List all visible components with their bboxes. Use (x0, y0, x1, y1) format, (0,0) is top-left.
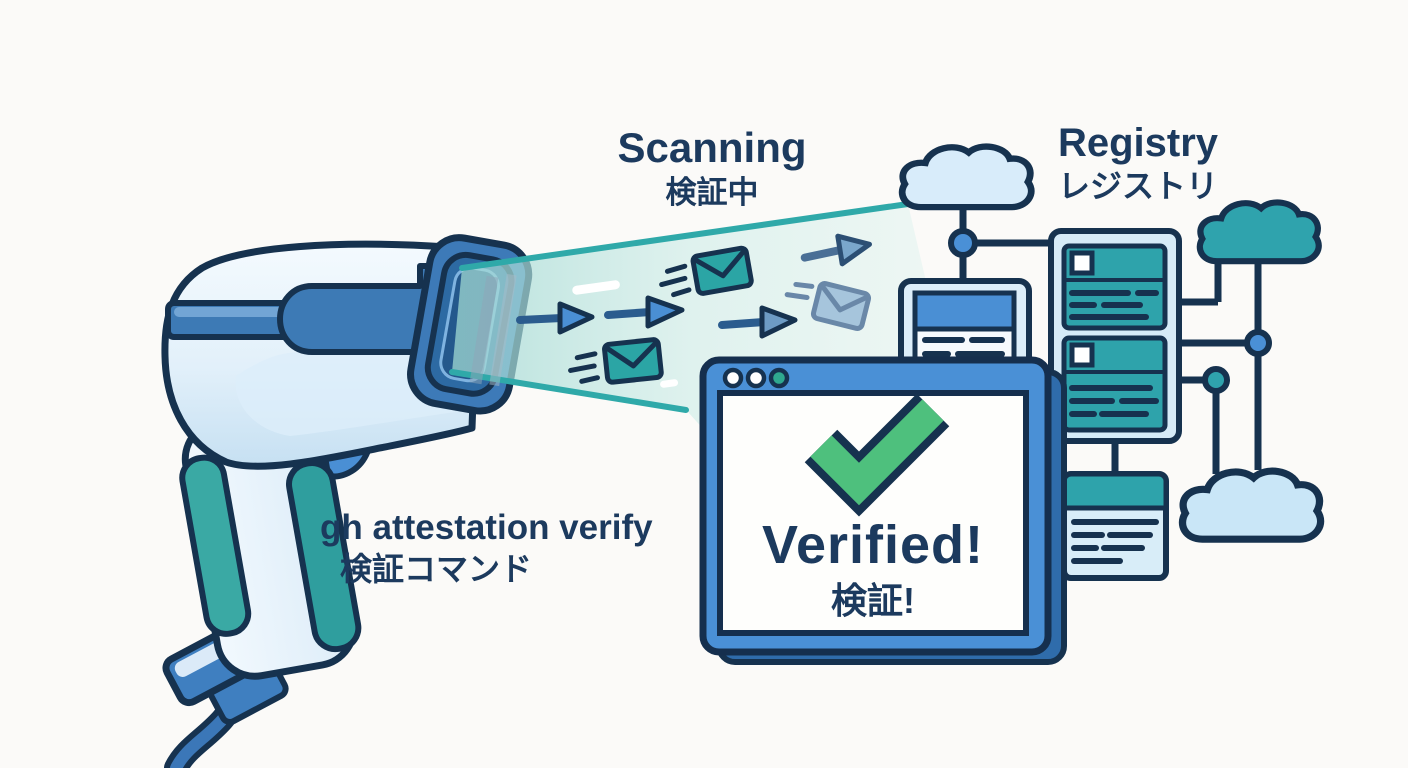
node-dot-blue (1244, 329, 1272, 357)
verify-command-label-en: gh attestation verify (320, 508, 653, 547)
cloud-icon (1178, 467, 1325, 543)
scanning-label: Scanning 検証中 (562, 124, 862, 211)
check-icon (804, 393, 950, 517)
data-flow (516, 233, 872, 385)
envelope-icon (659, 245, 754, 298)
envelope-icon-faded (784, 281, 872, 331)
verified-label-en: Verified! (761, 515, 985, 575)
cloud-icon (898, 143, 1035, 211)
verify-command-label: gh attestation verify 検証コマンド (320, 508, 700, 588)
window-dot (745, 367, 767, 389)
scanning-label-jp: 検証中 (665, 175, 759, 211)
verified-window (699, 356, 1067, 665)
verified-label: Verified! 検証! (722, 514, 1024, 621)
scanner-grip-left (179, 454, 252, 637)
arrow-icon (516, 301, 595, 335)
registry-label-jp: レジストリ (1057, 168, 1218, 204)
node-dot-blue (948, 228, 978, 258)
attestation-document-icon (1061, 471, 1169, 581)
window-dot (722, 367, 744, 389)
arrow-icon (604, 295, 685, 329)
envelope-icon (568, 337, 664, 385)
registry-server-icon (1048, 228, 1182, 444)
beam-edge-top (459, 201, 911, 271)
beam-glint (572, 280, 620, 295)
window-dot-teal (768, 367, 790, 389)
server-led-square (1069, 342, 1095, 368)
registry-label-en: Registry (1057, 121, 1219, 165)
beam-glass-strips (469, 273, 517, 387)
arrow-icon (800, 233, 872, 267)
registry-label: Registry レジストリ (988, 120, 1288, 205)
server-led-square (1069, 250, 1095, 276)
scanning-label-en: Scanning (617, 124, 807, 171)
window-content-area (717, 390, 1029, 636)
cloud-icon-teal (1196, 199, 1322, 265)
beam-glint-small (660, 379, 679, 388)
node-dot-teal (1202, 366, 1230, 394)
verify-command-label-jp: 検証コマンド (340, 551, 533, 588)
arrow-icon (718, 305, 798, 339)
verified-label-jp: 検証! (831, 580, 915, 622)
